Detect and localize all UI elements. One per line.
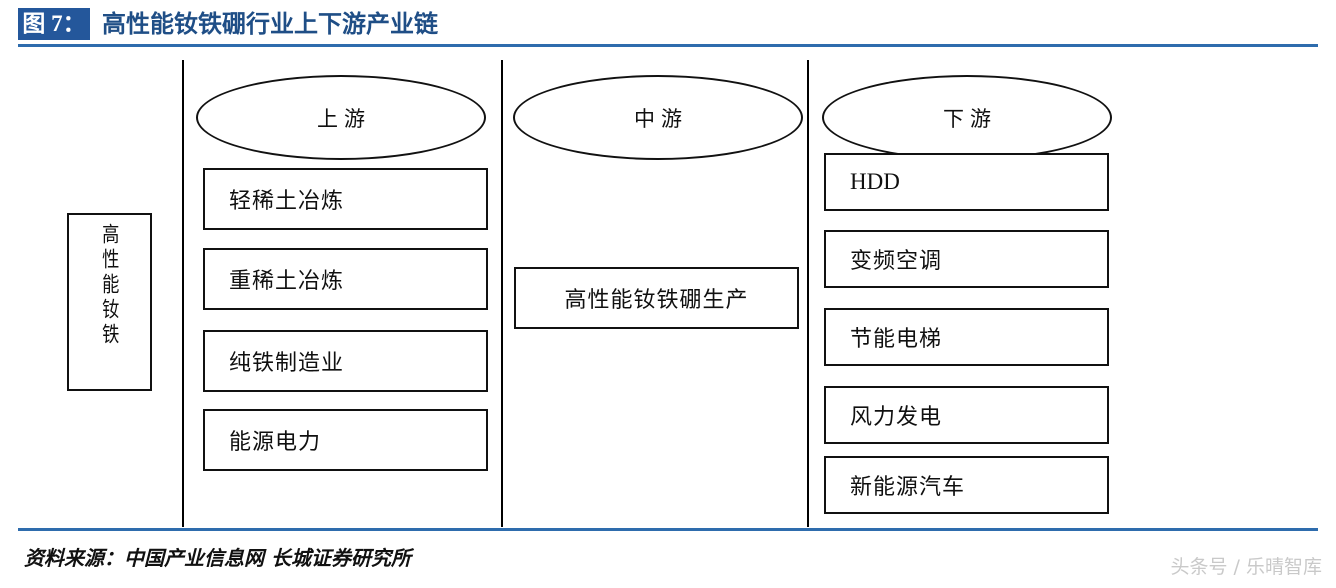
column-head-upstream: 上游	[196, 75, 486, 160]
column-divider-3	[807, 60, 809, 527]
industry-chain-diagram: 高性能钕铁 上游 轻稀土冶炼 重稀土冶炼 纯铁制造业 能源电力 中游 高性能钕铁…	[0, 48, 1336, 527]
node-downstream-2: 变频空调	[824, 230, 1109, 288]
column-head-downstream-label: 下游	[943, 106, 997, 131]
node-upstream-4-label: 能源电力	[229, 430, 322, 455]
node-upstream-4: 能源电力	[203, 409, 488, 471]
node-downstream-2-label: 变频空调	[850, 249, 943, 274]
column-head-downstream: 下游	[822, 75, 1112, 160]
node-root-high-performance-ndfeb: 高性能钕铁	[67, 213, 152, 391]
node-midstream-1-label: 高性能钕铁硼生产	[564, 288, 749, 313]
watermark: 头条号 / 乐晴智库	[1170, 556, 1322, 578]
node-downstream-4-label: 风力发电	[850, 405, 943, 430]
column-head-midstream: 中游	[513, 75, 803, 160]
node-upstream-1-label: 轻稀土冶炼	[229, 189, 345, 214]
node-upstream-2: 重稀土冶炼	[203, 248, 488, 310]
node-downstream-3: 节能电梯	[824, 308, 1109, 366]
node-upstream-1: 轻稀土冶炼	[203, 168, 488, 230]
node-midstream-1: 高性能钕铁硼生产	[514, 267, 799, 329]
node-downstream-4: 风力发电	[824, 386, 1109, 444]
node-upstream-3-label: 纯铁制造业	[229, 351, 345, 376]
node-downstream-3-label: 节能电梯	[850, 327, 943, 352]
page-title: 高性能钕铁硼行业上下游产业链	[102, 10, 438, 38]
source-note: 资料来源：中国产业信息网 长城证券研究所	[24, 546, 411, 570]
column-head-upstream-label: 上游	[317, 106, 371, 131]
column-divider-1	[182, 60, 184, 527]
column-head-midstream-label: 中游	[634, 106, 688, 131]
figure-number-badge: 图 7：	[18, 8, 90, 40]
column-divider-2	[501, 60, 503, 527]
node-downstream-5-label: 新能源汽车	[850, 475, 966, 500]
header-divider-rule	[18, 44, 1318, 47]
node-upstream-3: 纯铁制造业	[203, 330, 488, 392]
node-upstream-2-label: 重稀土冶炼	[229, 269, 345, 294]
figure-header: 图 7： 高性能钕铁硼行业上下游产业链	[18, 8, 1318, 48]
node-downstream-1-label: HDD	[850, 169, 900, 194]
footer-divider-rule	[18, 528, 1318, 531]
node-downstream-5: 新能源汽车	[824, 456, 1109, 514]
node-root-label: 高性能钕铁	[100, 223, 120, 348]
node-downstream-1: HDD	[824, 153, 1109, 211]
